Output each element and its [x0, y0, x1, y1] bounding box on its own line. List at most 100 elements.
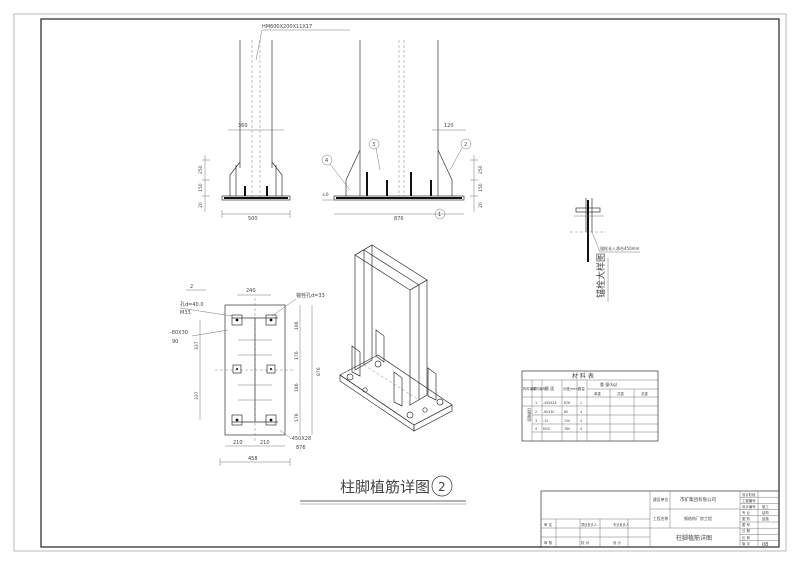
- side-dim-r2: 150: [478, 183, 484, 192]
- plan-right-dim-1: 186: [294, 321, 300, 330]
- table-title: 材 料 表: [572, 372, 594, 380]
- detail-number-circle: [431, 475, 453, 497]
- corner-mark: 2: [190, 284, 193, 290]
- tb-drawing-name: 柱脚植筋详图: [676, 534, 712, 542]
- tb-right-label-2: 工程编号: [742, 498, 756, 503]
- side-dim-r3: 20: [478, 202, 484, 208]
- side-dim-3: 20: [198, 202, 204, 208]
- anchor-note: 锚栓长入承台450mm: [600, 245, 640, 251]
- tb-right-label-9: 版 次: [742, 541, 750, 546]
- tb-sign-5: 校 对: [581, 540, 590, 545]
- side-dim-1: 250: [198, 165, 204, 174]
- tb-right-label-8: 比 例: [742, 535, 750, 540]
- tb-project-label: 工程名称: [653, 516, 668, 521]
- plan-top-dim: 240: [246, 288, 256, 294]
- table-row-2-qty: 4: [580, 410, 582, 414]
- elevation-right: ±0 4 3 2 1 120 250 150 20 876: [321, 40, 484, 222]
- plan-bottom-dim-1: 210: [233, 440, 243, 446]
- table-header-section: 截 面: [545, 385, 554, 391]
- tb-company: 市矿集团有限公司: [680, 496, 716, 503]
- table-sub-sum: 共重: [617, 391, 624, 396]
- plan-left-dim-a: 337: [194, 341, 200, 350]
- callout-4-label: 4: [325, 158, 328, 164]
- side-dim-2: 150: [198, 183, 204, 192]
- drawing-title: 柱脚植筋详图 2: [300, 475, 466, 505]
- plate-left-label: -80X30: [170, 330, 188, 336]
- base-dimension: 500: [248, 216, 258, 222]
- plan-bottom-dim-2: 210: [260, 440, 270, 446]
- table-row-4-qty: 4: [580, 427, 582, 431]
- detail-number: 2: [438, 480, 446, 494]
- table-row-1-section: -450X28: [543, 401, 556, 405]
- tb-sign-1: 审 定: [544, 522, 553, 527]
- table-row-2-length: 80: [564, 410, 568, 414]
- table-row-4-length: 780: [564, 427, 570, 431]
- tb-company-label: 建设单位: [653, 497, 668, 502]
- table-row-2-no: 2: [535, 410, 537, 414]
- plan-right-dim-2: 176: [294, 351, 300, 360]
- tb-right-value-5: 结施: [762, 516, 769, 521]
- materials-table: 材 料 表 构件编号 零件编号 截 面 长度(mm) 数量 重 量(kg) 单重…: [521, 370, 659, 442]
- table-row-2-section: -80X30: [543, 410, 554, 414]
- table-row-4-no: 4: [535, 427, 537, 431]
- member-label: HM600X200X11X17: [262, 24, 312, 30]
- table-header-part: 零件编号: [533, 386, 547, 391]
- tb-sign-2: 项目负责人: [581, 522, 598, 527]
- table-row-3-length: 150: [564, 419, 570, 423]
- top-dimension: 360: [238, 123, 248, 129]
- tb-right-label-7: 日 期: [742, 528, 750, 533]
- plan-bottom-total: 458: [248, 456, 258, 462]
- table-component-name: 柱脚植筋: [527, 408, 532, 422]
- top-dimension-right: 120: [444, 123, 454, 129]
- tb-sign-6: 设 计: [613, 540, 622, 545]
- callout-3: [368, 138, 380, 150]
- elevation-left: HM600X200X11X17 360 250 150 20 500: [198, 24, 350, 222]
- table-header-length: 长度(mm): [563, 386, 580, 391]
- tb-right-value-3: 施工: [762, 504, 769, 509]
- bolt-size-label: M33: [180, 310, 191, 316]
- main-title: 柱脚植筋详图: [340, 478, 430, 496]
- base-plate-label: -450X28: [290, 436, 311, 442]
- table-header-component: 构件编号: [523, 386, 537, 391]
- plan-right-dim-3: 186: [294, 383, 300, 392]
- table-row-3-qty: 4: [580, 419, 582, 423]
- plan-left-dim-b: 337: [194, 391, 200, 400]
- plate-left-sub: 90: [172, 339, 178, 345]
- tb-project: 钢结构厂房工程: [684, 515, 712, 521]
- tb-right-label-3: 设计编号: [742, 504, 756, 509]
- plan-right-total: 876: [316, 367, 322, 376]
- tb-right-label-1: 设计阶段: [742, 492, 756, 497]
- table-row-1-qty: 1: [580, 401, 582, 405]
- side-dim-r1: 250: [478, 165, 484, 174]
- callout-2: [460, 138, 472, 150]
- isometric-view: [339, 244, 453, 432]
- title-block: 建设单位 市矿集团有限公司 工程名称 钢结构厂房工程 柱脚植筋详图 审 定 项目…: [540, 490, 780, 548]
- anchor-detail-label: 锚栓大样图: [595, 253, 607, 298]
- callout-3-label: 3: [372, 142, 375, 148]
- tb-right-label-6: 图 号: [742, 522, 750, 527]
- base-plate-sub: 876: [296, 445, 306, 451]
- tb-sign-3: 专业负责人: [613, 522, 630, 527]
- hole-right-label: 锚栓孔d=33: [296, 292, 325, 299]
- callout-4: [321, 154, 333, 166]
- table-sub-total: 总重: [641, 391, 648, 396]
- table-sub-single: 单重: [594, 391, 601, 396]
- tb-right-value-4: 结构: [762, 510, 769, 515]
- table-row-3-no: 3: [535, 419, 537, 423]
- tb-right-label-4: 专 业: [742, 510, 750, 515]
- hole-left-label: 孔d=40.0: [180, 301, 204, 308]
- table-row-3-section: -15: [543, 419, 548, 423]
- table-row-4-section: M33: [543, 427, 550, 431]
- table-row-1-length: 876: [564, 401, 570, 405]
- plan-right-dim-4: 176: [294, 413, 300, 422]
- inner-frame: [40, 18, 780, 548]
- table-header-weight: 重 量(kg): [600, 381, 618, 387]
- tb-right-label-5: 图 别: [742, 516, 750, 521]
- plan-view: 240 孔d=40.0 M33 -80X30 90 2 锚栓孔d=33 337 …: [170, 284, 325, 466]
- callout-1-label: 1: [438, 212, 441, 218]
- table-row-1-no: 1: [535, 401, 537, 405]
- table-header-qty: 数量: [578, 386, 585, 391]
- callout-2-label: 2: [464, 142, 467, 148]
- tb-right-value-9: 08: [762, 542, 768, 548]
